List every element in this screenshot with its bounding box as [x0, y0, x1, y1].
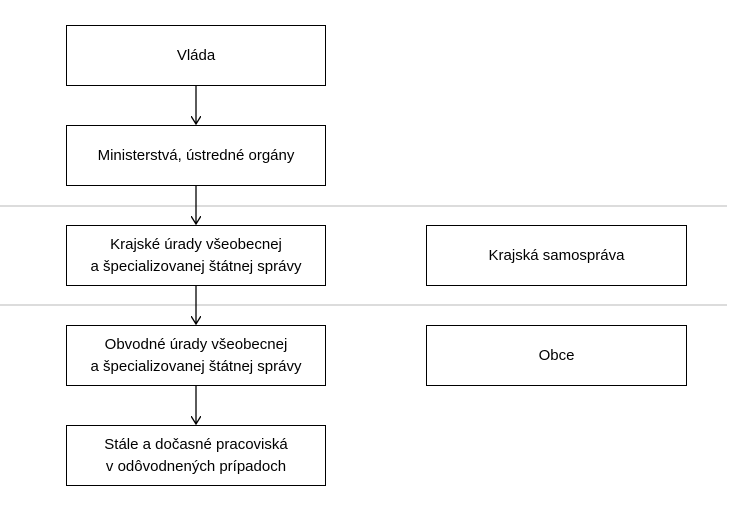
box-obvodne-urady: Obvodné úrady všeobecnej a špecializovan…	[66, 325, 326, 386]
box-krajska-samosprava: Krajská samospráva	[426, 225, 687, 286]
box-vlada: Vláda	[66, 25, 326, 86]
box-krajske-urady: Krajské úrady všeobecnej a špecializovan…	[66, 225, 326, 286]
box-pracoviska: Stále a dočasné pracoviská v odôvodnenýc…	[66, 425, 326, 486]
box-ministerstva: Ministerstvá, ústredné orgány	[66, 125, 326, 186]
box-obce: Obce	[426, 325, 687, 386]
